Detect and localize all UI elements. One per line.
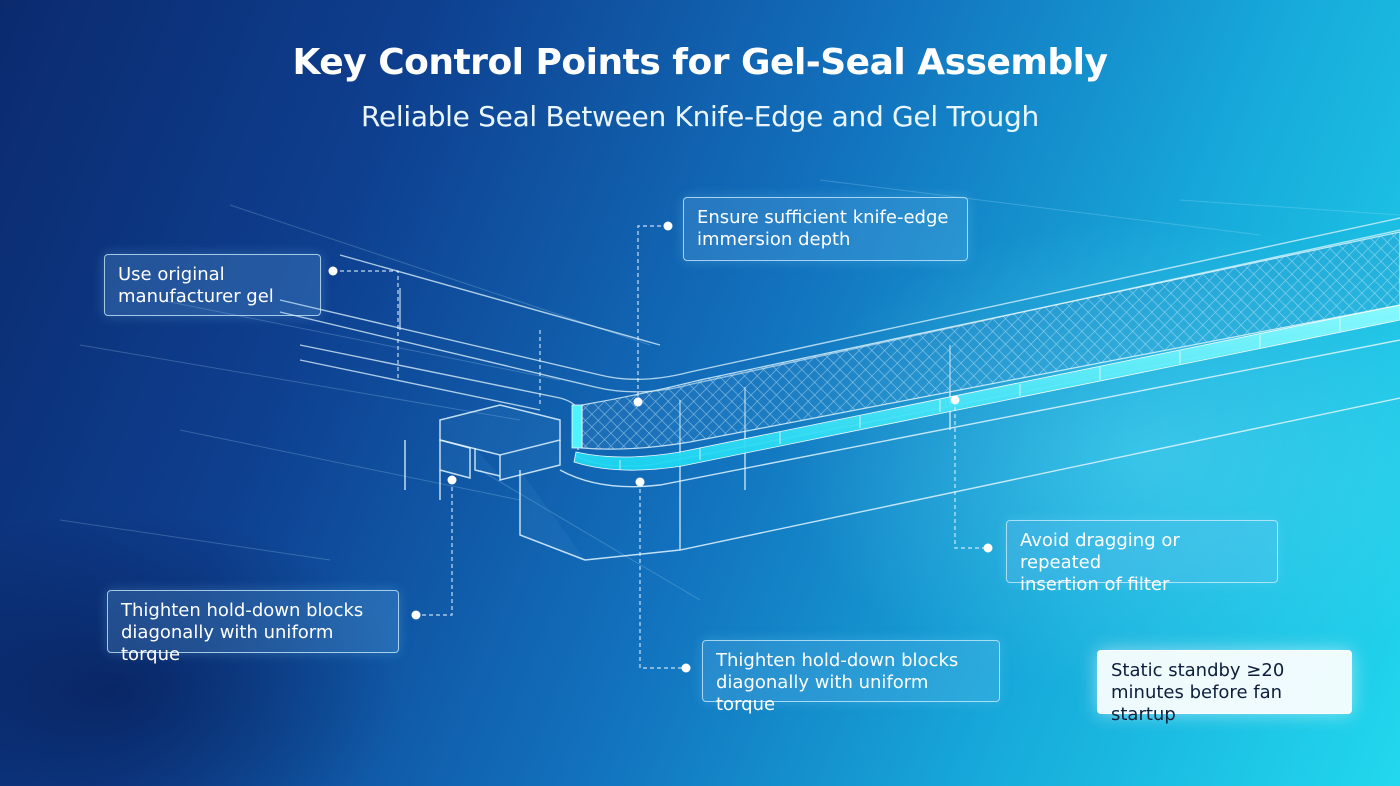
page-title: Key Control Points for Gel-Seal Assembly xyxy=(292,42,1108,83)
anchor-dots xyxy=(328,221,993,673)
gel-strip-vertical xyxy=(571,404,583,449)
gel-segments xyxy=(619,318,1341,470)
gel-strip xyxy=(573,304,1400,471)
callout-immersion-depth: Ensure sufficient knife-edge immersion d… xyxy=(683,197,968,261)
callout-avoid-dragging: Avoid dragging or repeated insertion of … xyxy=(1006,520,1278,595)
callout-manufacturer-gel: Use original manufacturer gel xyxy=(104,254,321,316)
leader-lines xyxy=(333,225,985,669)
callout-torque-center: Thighten hold-down blocks diagonally wit… xyxy=(702,640,1000,715)
page-subtitle: Reliable Seal Between Knife-Edge and Gel… xyxy=(361,100,1039,133)
filter-mesh xyxy=(581,231,1400,450)
callout-static-standby: Static standby ≥20 minutes before fan st… xyxy=(1097,650,1352,725)
callout-torque-left: Thighten hold-down blocks diagonally wit… xyxy=(107,590,399,665)
guide-lines xyxy=(59,179,1400,601)
knife-edge-frame xyxy=(404,404,586,561)
